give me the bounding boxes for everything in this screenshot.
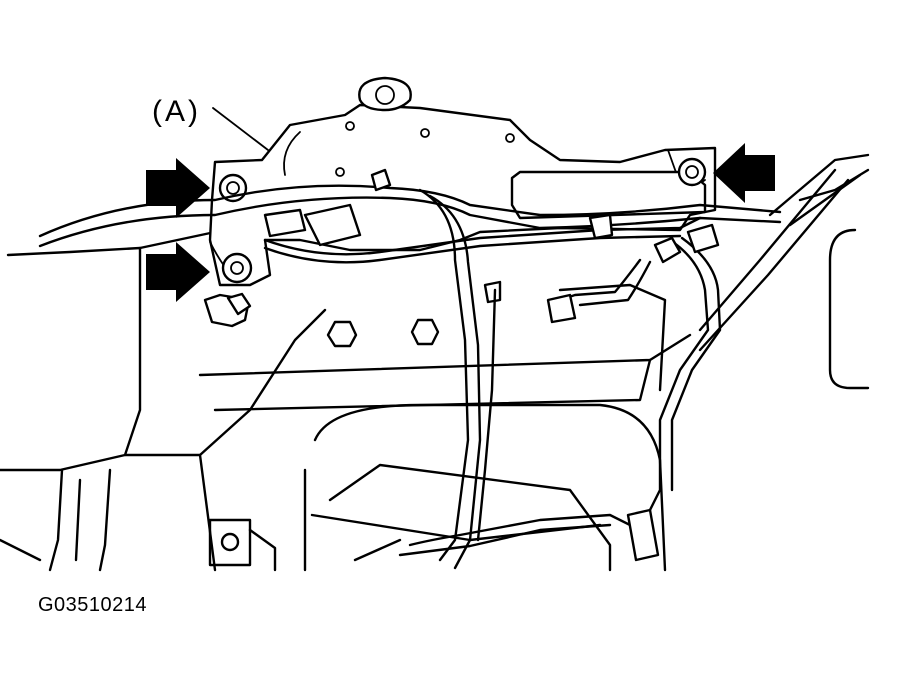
- body-clips: [326, 318, 440, 348]
- figure-id: G03510214: [38, 594, 148, 616]
- callout-A: (A): [152, 95, 269, 151]
- nut-right: [677, 157, 707, 187]
- arrow-right: [713, 143, 775, 203]
- connectors: [203, 168, 720, 562]
- arrow-top-left: [146, 158, 210, 218]
- nut-bottom-left: [221, 252, 253, 284]
- callout-label: (A): [152, 95, 201, 128]
- floor-bracket: [208, 518, 277, 572]
- arrow-bottom-left: [146, 242, 210, 302]
